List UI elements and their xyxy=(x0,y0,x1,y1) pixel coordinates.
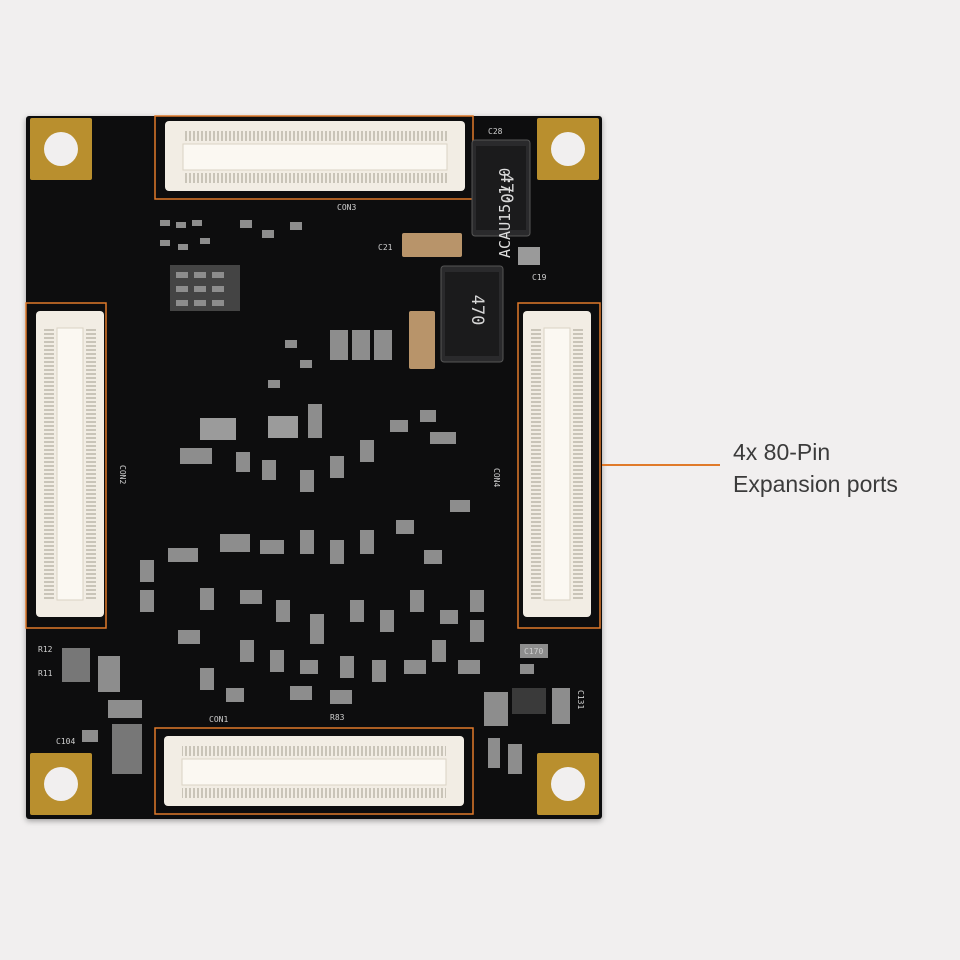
silkscreen-r83-r218: R83 xyxy=(330,713,345,722)
callout-label: 4x 80-Pin Expansion ports xyxy=(733,436,898,500)
mounting-hole-bottom-right xyxy=(537,753,599,815)
connector-con2 xyxy=(25,302,107,629)
silkscreen-con4: CON4 xyxy=(492,468,501,487)
board-marking: ACAU15.1.0 xyxy=(496,168,514,258)
silkscreen-c131: C131 xyxy=(576,690,585,709)
silkscreen-c170: C170 xyxy=(524,647,543,656)
silkscreen-c28: C28 xyxy=(488,127,503,136)
mounting-hole-bottom-left xyxy=(30,753,92,815)
silkscreen-r12: R12 xyxy=(38,645,53,654)
capacitor-c28-value: 470 xyxy=(496,173,516,204)
silkscreen-c21: C21 xyxy=(378,243,393,252)
silkscreen-c19: C19 xyxy=(532,273,547,282)
silkscreen-con2: CON2 xyxy=(118,465,127,484)
callout-line-2: Expansion ports xyxy=(733,471,898,497)
capacitor-c23-value: 470 xyxy=(467,295,487,326)
mounting-hole-top-right xyxy=(537,118,599,180)
silkscreen-con3: CON3 xyxy=(337,203,356,212)
ceramic-capacitor-c21 xyxy=(402,233,462,257)
connector-con4 xyxy=(517,302,601,629)
connector-con1 xyxy=(154,727,474,815)
silkscreen-r11: R11 xyxy=(38,669,53,678)
capacitor-c23: 470 xyxy=(440,265,504,363)
silkscreen-c104: C104 xyxy=(56,737,75,746)
callout-line-1: 4x 80-Pin xyxy=(733,439,831,465)
capacitor-c19 xyxy=(518,247,540,265)
connector-con3 xyxy=(154,115,474,200)
mounting-hole-top-left xyxy=(30,118,92,180)
callout-leader-line xyxy=(602,464,720,466)
silkscreen-con1: CON1 xyxy=(209,715,228,724)
capacitor-c28: 470 xyxy=(471,139,531,237)
ceramic-capacitor-c22 xyxy=(409,311,435,369)
smd-component-field xyxy=(62,220,570,774)
